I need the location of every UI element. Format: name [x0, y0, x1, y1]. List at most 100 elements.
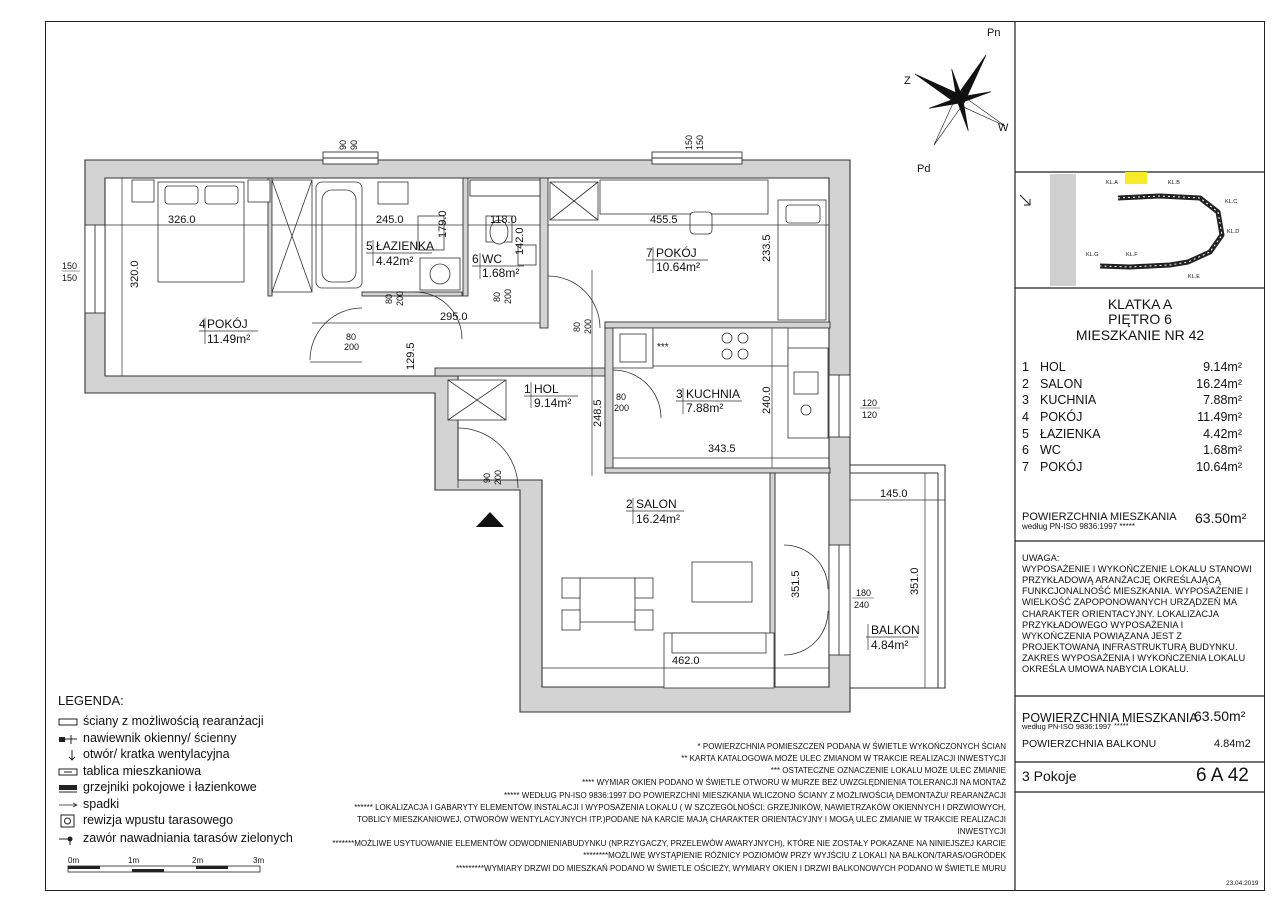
room-number: 2 [1022, 376, 1029, 391]
opening-height: 200 [583, 319, 593, 334]
footnote: ****** LOKALIZACJA I GABARYTY ELEMENTÓW … [354, 802, 1006, 812]
footnote: *******MOŻLIWE USYTUOWANIE ELEMENTÓW ODW… [332, 839, 1006, 849]
key-plan-label: KL.A [1106, 180, 1118, 186]
compass-east-label: W [998, 122, 1009, 134]
room-number: 5 [366, 239, 373, 253]
room-area: 7.88m² [686, 401, 723, 415]
dimension-label: 240.0 [761, 386, 773, 414]
legend-label: rewizja wpustu tarasowego [83, 813, 234, 827]
slope-icon [59, 802, 78, 807]
dimension-label: 320.0 [129, 260, 141, 288]
radiator-icon [59, 785, 77, 793]
room-area: 10.64m² [1196, 459, 1242, 474]
room-name: WC [1040, 443, 1061, 458]
room-number: 4 [199, 317, 206, 331]
legend-item: nawiewnik okienny/ ścienny [58, 730, 318, 747]
opening-width: 120 [862, 398, 877, 408]
room-area: 4.42m² [1203, 426, 1242, 441]
legend-label: tablica mieszkaniowa [83, 763, 202, 778]
room-area: 4.42m² [376, 254, 413, 268]
footnote: *** OSTATECZNE OZNACZENIE LOKALU MOŻE UL… [770, 766, 1006, 776]
room-area: 16.24m² [636, 512, 680, 526]
room-area: 10.64m² [656, 260, 700, 274]
opening-width: 80 [346, 332, 356, 342]
compass-north-label: Pn [987, 27, 1000, 39]
dimension-label: 455.5 [650, 214, 678, 226]
dimension-label: 179.0 [437, 210, 449, 238]
legend-label: grzejniki pokojowe i łazienkowe [83, 780, 257, 794]
kitchen-counter [652, 327, 789, 367]
legend-label: otwór/ kratka wentylacyjna [83, 747, 230, 761]
room-label-lazienka: 5 ŁAZIENKA 4.42m² [366, 239, 434, 268]
opening-height: 150 [695, 135, 705, 150]
dimension-label: 351.0 [909, 567, 921, 595]
title-block-lines [1014, 21, 1265, 891]
key-plan: KL.A KL.B KL.C KL.D KL.E KL.F KL.G [1019, 172, 1239, 286]
balcony-area-value: 4.84m2 [1214, 738, 1251, 750]
balcony-outline [849, 464, 946, 689]
dining-table [579, 577, 636, 623]
total-area-label: POWIERZCHNIA MIESZKANIA [1022, 511, 1177, 523]
room-area: 9.14m² [1203, 360, 1242, 375]
legend-item: ściany z możliwością rearanżacji [58, 713, 318, 730]
dimension-label: 343.5 [708, 443, 736, 455]
room-name: ŁAZIENKA [1040, 426, 1101, 441]
room-name: SALON [1040, 376, 1083, 391]
room-number: 1 [1022, 360, 1029, 375]
legend: LEGENDA: ściany z możliwością rearanżacj… [58, 693, 318, 847]
room-area: 1.68m² [482, 266, 519, 280]
windows [84, 151, 851, 656]
room-label-pokoj-4: 4 POKÓJ 11.49m² [199, 316, 258, 346]
compass-rose: Pn Pd W Z [904, 27, 1009, 175]
balcony-area-label: POWIERZCHNIA BALKONU [1022, 738, 1157, 750]
opening-width: 90 [482, 473, 492, 483]
opening-width: 80 [572, 322, 582, 332]
room-number: 4 [1022, 410, 1029, 425]
dimension-label: 326.0 [168, 214, 196, 226]
room-name: HOL [1040, 360, 1066, 375]
total-area-value: 63.50m² [1195, 510, 1247, 526]
room-name: ŁAZIENKA [376, 239, 434, 253]
room-number: 7 [646, 246, 653, 260]
footnote: ********MOŻLIWE WYSTĄPIENIE RÓŻNICY POZI… [583, 851, 1006, 861]
dimension-label: 145.0 [880, 488, 908, 500]
opening-width: 80 [384, 294, 394, 304]
room-name: POKÓJ [207, 316, 248, 331]
room-name: POKÓJ [656, 245, 697, 260]
door-swings [309, 275, 829, 656]
room-label-balkon: BALKON 4.84m² [866, 623, 920, 652]
opening-height: 150 [62, 273, 77, 283]
room-number: 7 [1022, 459, 1029, 474]
key-plan-label: KL.B [1168, 180, 1180, 186]
legend-item: rewizja wpustu tarasowego [58, 812, 318, 830]
entrance-arrow-icon [476, 512, 504, 527]
stair-label: KLATKA A [1107, 296, 1173, 312]
compass-west-label: Z [904, 75, 911, 87]
scale-tick: 0m [68, 856, 80, 865]
opening-width: 180 [856, 588, 871, 598]
stove-mark: *** [657, 342, 669, 353]
scale-tick: 1m [128, 856, 140, 865]
apartment-code: 6 A 42 [1196, 765, 1249, 786]
drain-inspection-icon [60, 814, 75, 828]
dimension-label: 245.0 [376, 214, 404, 226]
scale-tick: 2m [192, 856, 204, 865]
notes-text: WYPOSAŻENIE I WYKOŃCZENIE LOKALU STANOWI… [1022, 564, 1252, 675]
dimension-lines [105, 178, 945, 688]
drawing-date: 23.04.2019 [1226, 880, 1259, 887]
dimension-label: 462.0 [672, 655, 700, 667]
floor-label: PIĘTRO 6 [1108, 311, 1172, 328]
scale-bar [67, 865, 261, 873]
dimension-texts: 326.0 245.0 118.0 455.5 179.0 142.0 233.… [129, 210, 921, 667]
opening-size-marks: 90 90 150 150 150 150 120 120 80 200 80 … [62, 135, 880, 610]
key-plan-label: KL.D [1227, 229, 1239, 235]
opening-height: 90 [349, 140, 359, 150]
room-label-kuchnia: 3 KUCHNIA 7.88m² [676, 387, 742, 415]
summary-area-sub: według PN-ISO 9836:1997 [1022, 722, 1112, 731]
